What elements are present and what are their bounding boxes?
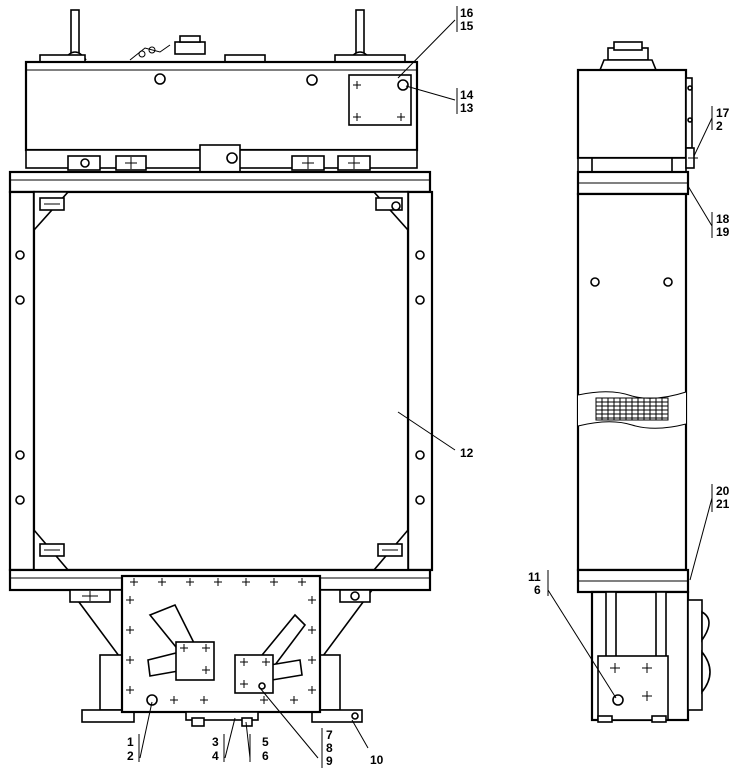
bottom-tank <box>120 574 322 727</box>
callout-17: 17 <box>716 106 730 120</box>
side-filler-cap <box>598 41 658 71</box>
upper-rail <box>25 144 418 176</box>
callout-7: 7 <box>326 728 333 742</box>
callout-19: 19 <box>716 225 730 239</box>
callout-2-side: 2 <box>716 119 723 133</box>
top-beam <box>8 170 432 194</box>
side-header-tank <box>576 68 688 160</box>
callout-11: 11 <box>528 570 541 584</box>
callout-15: 15 <box>460 19 474 33</box>
leader-lines-front <box>138 6 458 768</box>
callout-13: 13 <box>460 101 474 115</box>
core-break <box>577 391 687 429</box>
callout-18: 18 <box>716 212 730 226</box>
leader-lines-side <box>547 106 713 699</box>
side-bottom-tank <box>590 590 711 723</box>
callout-3: 3 <box>212 735 219 749</box>
callout-9: 9 <box>326 754 333 768</box>
radiator-core <box>32 190 410 572</box>
callout-6: 6 <box>262 749 269 763</box>
header-tank <box>24 60 419 152</box>
top-cap <box>39 35 406 64</box>
front-view <box>8 6 458 768</box>
callout-1: 1 <box>127 735 134 749</box>
corner-brackets <box>33 191 409 571</box>
callout-4: 4 <box>212 749 219 763</box>
side-core <box>576 192 688 572</box>
callout-labels: 16 15 14 13 12 1 2 3 4 5 6 7 8 9 10 17 2… <box>127 6 730 768</box>
callout-10: 10 <box>370 753 384 767</box>
side-view <box>547 41 713 723</box>
callout-14: 14 <box>460 88 474 102</box>
callout-16: 16 <box>460 6 474 20</box>
callout-2: 2 <box>127 749 134 763</box>
callout-12: 12 <box>460 446 474 460</box>
callout-8: 8 <box>326 741 333 755</box>
callout-6-side: 6 <box>534 583 541 597</box>
callout-21: 21 <box>716 497 730 511</box>
callout-5: 5 <box>262 735 269 749</box>
mounting-legs <box>68 589 374 723</box>
callout-20: 20 <box>716 484 730 498</box>
lifting-eyes <box>63 9 372 61</box>
